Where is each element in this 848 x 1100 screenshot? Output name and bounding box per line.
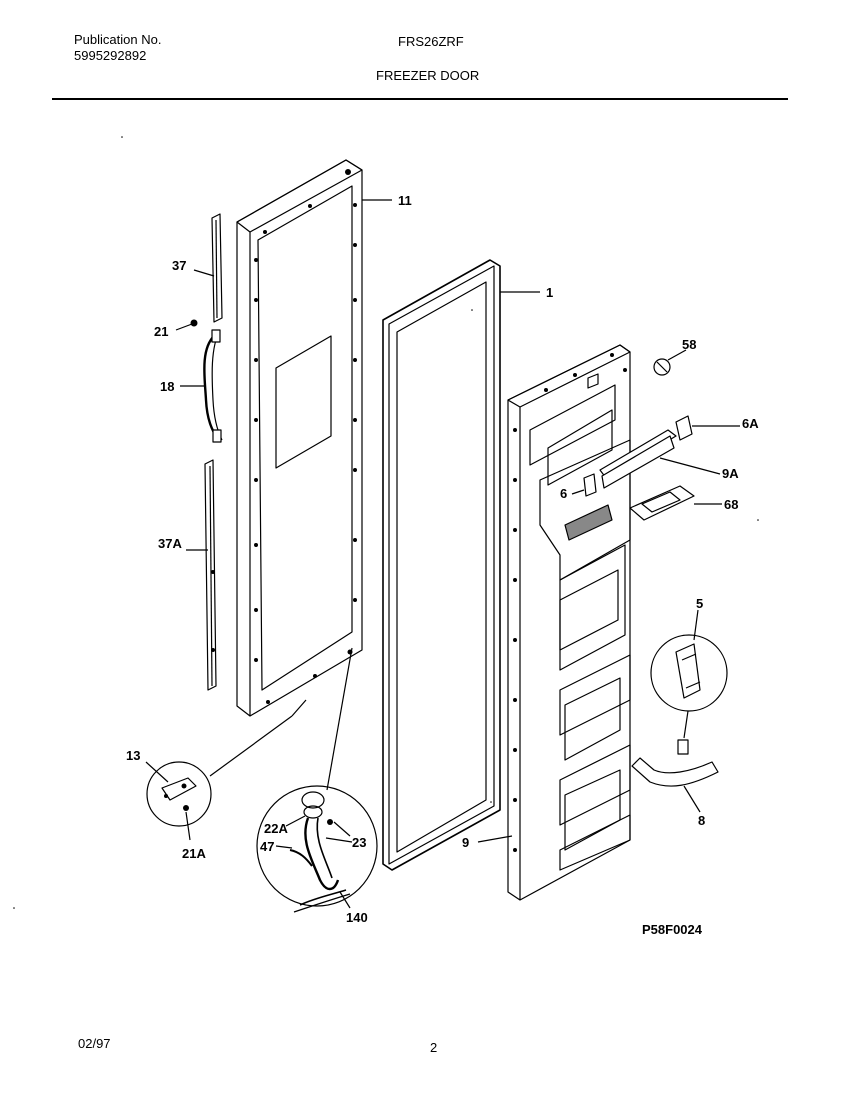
header-rule — [52, 98, 788, 100]
scan-specks — [13, 136, 759, 909]
callout-21a: 21A — [182, 846, 206, 861]
heater-wire-detail — [256, 647, 378, 913]
shelf-bin-detail — [631, 609, 728, 813]
callout-21: 21 — [154, 324, 168, 339]
callout-9a: 9A — [722, 466, 739, 481]
callout-11: 11 — [398, 193, 412, 208]
callout-1: 1 — [546, 285, 553, 300]
callout-37: 37 — [172, 258, 186, 273]
callout-22a: 22A — [264, 821, 288, 836]
callout-6: 6 — [560, 486, 567, 501]
dispenser-small-parts — [571, 349, 740, 521]
footer-date: 02/97 — [78, 1036, 111, 1051]
inner-door-liner — [477, 344, 631, 901]
callout-13: 13 — [126, 748, 140, 763]
callout-47: 47 — [260, 839, 274, 854]
door-trim-and-handle — [175, 213, 223, 691]
door-gasket — [382, 259, 540, 871]
section-title: FREEZER DOOR — [376, 68, 480, 83]
callout-8: 8 — [698, 813, 705, 828]
model-number: FRS26ZRF — [398, 34, 464, 49]
callout-9: 9 — [462, 835, 469, 850]
page-number: 2 — [430, 1040, 438, 1055]
publication-label: Publication No. — [74, 32, 162, 47]
callout-23: 23 — [352, 835, 366, 850]
callout-140: 140 — [346, 910, 368, 925]
publication-number: 5995292892 — [74, 48, 147, 63]
figure-code: P58F0024 — [642, 922, 703, 937]
callout-18: 18 — [160, 379, 174, 394]
callout-6a: 6A — [742, 416, 759, 431]
callout-5: 5 — [696, 596, 703, 611]
callout-37a: 37A — [158, 536, 182, 551]
callout-labels: 11 37 21 18 37A 13 21A 1 58 6A 9A 6 68 5… — [126, 193, 759, 937]
outer-door-panel — [236, 159, 392, 717]
callout-68: 68 — [724, 497, 738, 512]
callout-58: 58 — [682, 337, 696, 352]
hinge-detail — [145, 699, 307, 841]
